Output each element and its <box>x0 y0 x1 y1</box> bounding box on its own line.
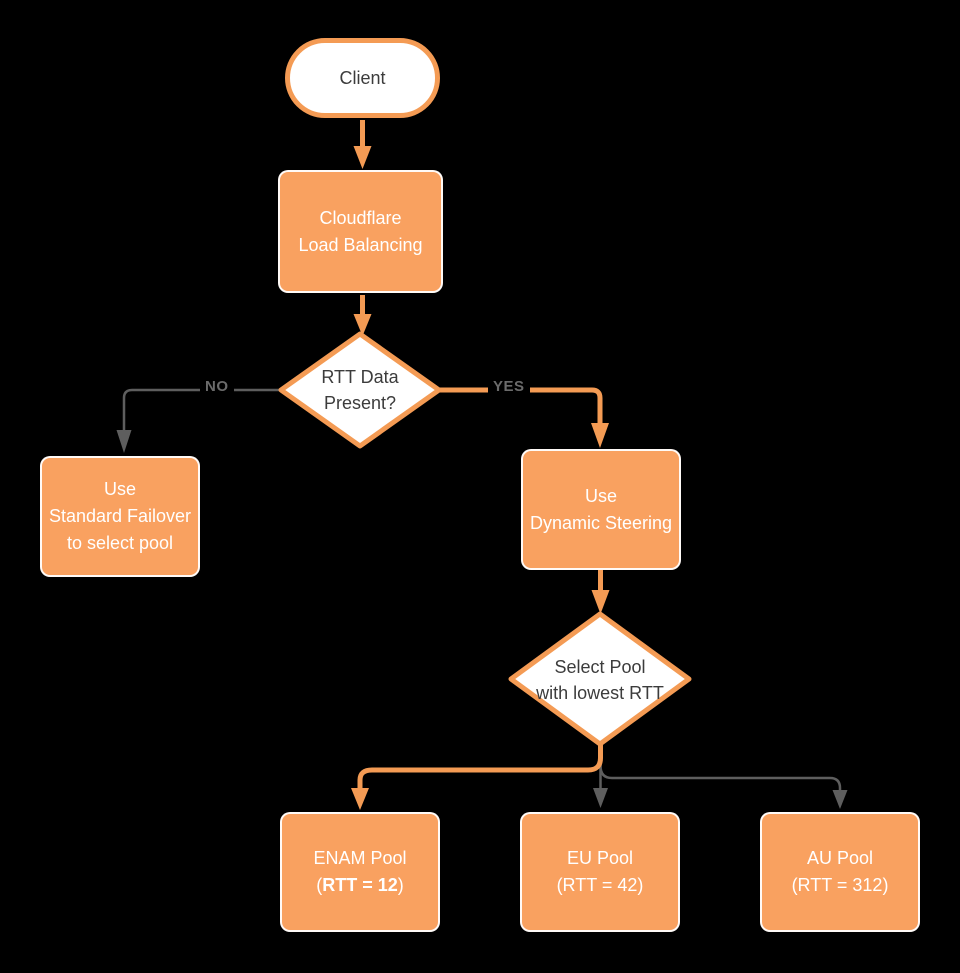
arrowhead-icon <box>591 423 609 448</box>
decision-select-pool-line1: Select Pool <box>554 657 646 677</box>
node-load-balancer: Cloudflare Load Balancing <box>278 170 443 293</box>
arrowhead-icon <box>116 430 132 453</box>
arrowhead-icon <box>593 788 608 808</box>
decision-select-pool-label: Select Pool with lowest RTT <box>518 636 682 724</box>
decision-rtt-line1: RTT Data <box>321 367 399 387</box>
node-eu-pool: EU Pool (RTT = 42) <box>520 812 680 932</box>
arrowhead-icon <box>832 790 848 809</box>
decision-select-pool-shape <box>508 611 692 747</box>
node-standard-failover-line1: Use <box>103 479 136 499</box>
node-standard-failover-line2: Standard Failover <box>48 506 192 526</box>
edge-no-branch <box>122 388 281 431</box>
arrowhead-icon <box>353 146 372 169</box>
enam-rtt-open-paren: ( <box>316 875 323 895</box>
node-dynamic-steering-line2: Dynamic Steering <box>529 512 673 533</box>
decision-rtt-present-label: RTT Data Present? <box>288 346 432 434</box>
edge-select-to-enam <box>357 742 603 789</box>
node-au-pool: AU Pool (RTT = 312) <box>760 812 920 932</box>
node-enam-pool-line2: (RTT = 12) <box>316 872 404 899</box>
node-client: Client <box>285 38 440 118</box>
node-client-label: Client <box>339 67 386 88</box>
arrowhead-icon <box>591 590 610 614</box>
arrowhead-icon <box>351 788 369 810</box>
edge-select-to-au <box>599 744 842 791</box>
node-standard-failover: Use Standard Failover to select pool <box>40 456 200 577</box>
node-eu-pool-line1: EU Pool <box>566 848 634 868</box>
decision-rtt-present-shape <box>278 331 442 449</box>
enam-rtt-close-paren: ) <box>397 875 404 895</box>
node-load-balancer-line2: Load Balancing <box>298 234 423 255</box>
enam-rtt-value: RTT = 12 <box>322 875 398 895</box>
node-enam-pool-line1: ENAM Pool <box>313 848 407 868</box>
decision-select-pool-line2: with lowest RTT <box>536 683 664 703</box>
edge-yes-branch <box>439 387 603 424</box>
node-au-pool-line2: (RTT = 312) <box>791 875 889 895</box>
node-dynamic-steering-line1: Use <box>584 485 617 506</box>
node-eu-pool-line2: (RTT = 42) <box>556 875 644 895</box>
edge-label-no: NO <box>200 377 234 396</box>
node-au-pool-line1: AU Pool <box>806 848 874 868</box>
edge-label-yes: YES <box>488 377 530 396</box>
node-load-balancer-line1: Cloudflare <box>319 207 402 228</box>
decision-rtt-line2: Present? <box>323 393 397 413</box>
node-standard-failover-line3: to select pool <box>66 533 174 553</box>
node-dynamic-steering: Use Dynamic Steering <box>521 449 681 570</box>
node-enam-pool: ENAM Pool (RTT = 12) <box>280 812 440 932</box>
arrowhead-icon <box>353 314 372 336</box>
